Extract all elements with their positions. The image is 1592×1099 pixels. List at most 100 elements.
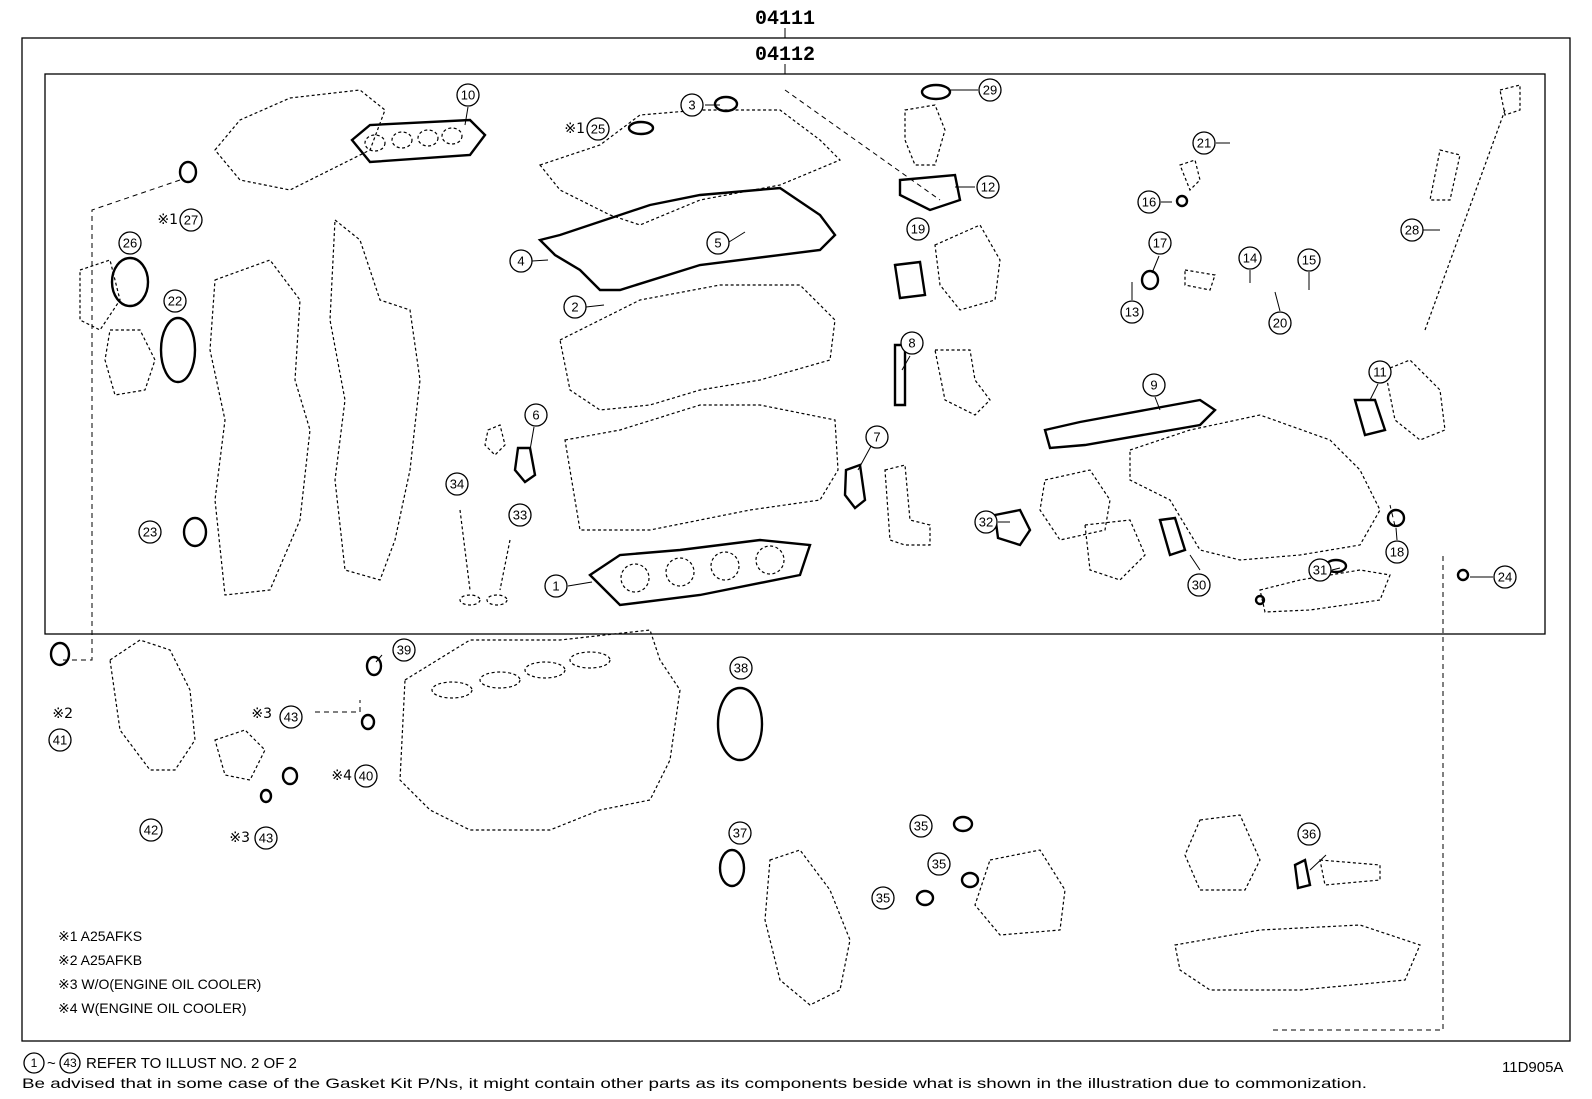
part-drawings [49,83,1521,1006]
callout-43a: ※3 43 [251,705,303,729]
callout-36: 36 [1297,822,1321,846]
svg-text:35: 35 [876,891,890,906]
callout-23: 23 [138,520,162,544]
callout-40: ※4 40 [331,764,378,788]
callout-9: 9 [1142,373,1166,397]
callout-28: 28 [1400,218,1424,242]
callout-30: 30 [1187,573,1211,597]
svg-text:※3: ※3 [229,830,250,846]
svg-text:40: 40 [359,769,373,784]
legend-item-2: ※2 A25AFKB [58,952,142,968]
kit-code-outer: 04111 [755,8,815,31]
svg-text:※3: ※3 [251,706,272,722]
svg-text:※1: ※1 [157,212,178,228]
illustration-id: 11D905A [1502,1059,1563,1076]
callout-22: 22 [163,289,187,313]
callout-19: 19 [906,217,930,241]
legend-item-3: ※3 W/O(ENGINE OIL COOLER) [58,976,261,992]
callout-8: 8 [900,331,924,355]
callout-14: 14 [1238,246,1262,270]
footer-range-sep: ~ [47,1055,56,1072]
svg-text:38: 38 [734,661,748,676]
svg-text:30: 30 [1192,578,1206,593]
footer: 1 ~ 43 REFER TO ILLUST NO. 2 OF 2 Be adv… [22,1052,1563,1091]
svg-text:43: 43 [284,710,298,725]
legend-item-4: ※4 W(ENGINE OIL COOLER) [58,1000,247,1016]
leader-lines [375,89,1493,871]
callout-29: 29 [978,78,1002,102]
svg-text:16: 16 [1142,195,1156,210]
svg-text:14: 14 [1243,251,1257,266]
callout-37: 37 [728,821,752,845]
svg-text:39: 39 [397,643,411,658]
svg-text:24: 24 [1498,570,1512,585]
callout-31: 31 [1308,558,1332,582]
svg-text:2: 2 [571,300,578,315]
svg-text:※2: ※2 [52,706,73,722]
callout-38: 38 [729,656,753,680]
callout-25: ※1 25 [564,117,610,141]
outer-kit-frame [21,37,1571,1042]
callout-33: 33 [508,503,532,527]
callout-35a: 35 [909,814,933,838]
callout-6: 6 [524,403,548,427]
footer-range-start: 1 [31,1056,38,1070]
svg-text:9: 9 [1150,378,1157,393]
svg-text:※1: ※1 [564,121,585,137]
svg-text:※4: ※4 [331,768,352,784]
callout-17: 17 [1148,231,1172,255]
svg-text:15: 15 [1302,253,1316,268]
svg-text:31: 31 [1313,563,1327,578]
callout-7: 7 [865,425,889,449]
callout-39: 39 [392,638,416,662]
callout-1: 1 [544,574,568,598]
svg-text:28: 28 [1405,223,1419,238]
svg-text:27: 27 [184,213,198,228]
callout-15: 15 [1297,248,1321,272]
callout-5: 5 [706,231,730,255]
callout-27: ※1 27 [157,208,203,232]
dashed-connectors [62,89,1444,1031]
svg-text:6: 6 [532,408,539,423]
svg-text:33: 33 [513,508,527,523]
kit-code-inner: 04112 [755,44,815,67]
svg-text:19: 19 [911,222,925,237]
callout-18: 18 [1385,540,1409,564]
callout-4: 4 [509,249,533,273]
legend-item-1: ※1 A25AFKS [58,928,142,944]
svg-text:20: 20 [1273,316,1287,331]
svg-text:37: 37 [733,826,747,841]
callout-11: 11 [1368,360,1392,384]
callout-24: 24 [1493,565,1517,589]
callout-layer: 1 2 3 4 5 6 7 8 9 10 11 12 13 14 15 16 1… [48,78,1517,910]
svg-text:12: 12 [981,180,995,195]
svg-text:8: 8 [908,336,915,351]
svg-text:36: 36 [1302,827,1316,842]
callout-35b: 35 [927,852,951,876]
inner-kit-frame [44,73,1546,635]
callout-41: ※2 41 [48,706,73,752]
svg-text:1: 1 [552,579,559,594]
svg-text:25: 25 [591,122,605,137]
footer-range-end: 43 [63,1056,77,1070]
callout-16: 16 [1137,190,1161,214]
svg-text:35: 35 [932,857,946,872]
svg-text:26: 26 [123,236,137,251]
svg-text:11: 11 [1373,365,1387,380]
callout-35c: 35 [871,886,895,910]
svg-text:42: 42 [144,823,158,838]
svg-text:13: 13 [1125,305,1139,320]
svg-text:18: 18 [1390,545,1404,560]
svg-text:23: 23 [143,525,157,540]
callout-12: 12 [976,175,1000,199]
svg-text:41: 41 [53,733,67,748]
callout-10: 10 [456,83,480,107]
svg-text:35: 35 [914,819,928,834]
svg-text:17: 17 [1153,236,1167,251]
svg-text:22: 22 [168,294,182,309]
callout-34: 34 [445,472,469,496]
callout-42: 42 [139,818,163,842]
svg-text:10: 10 [461,88,475,103]
